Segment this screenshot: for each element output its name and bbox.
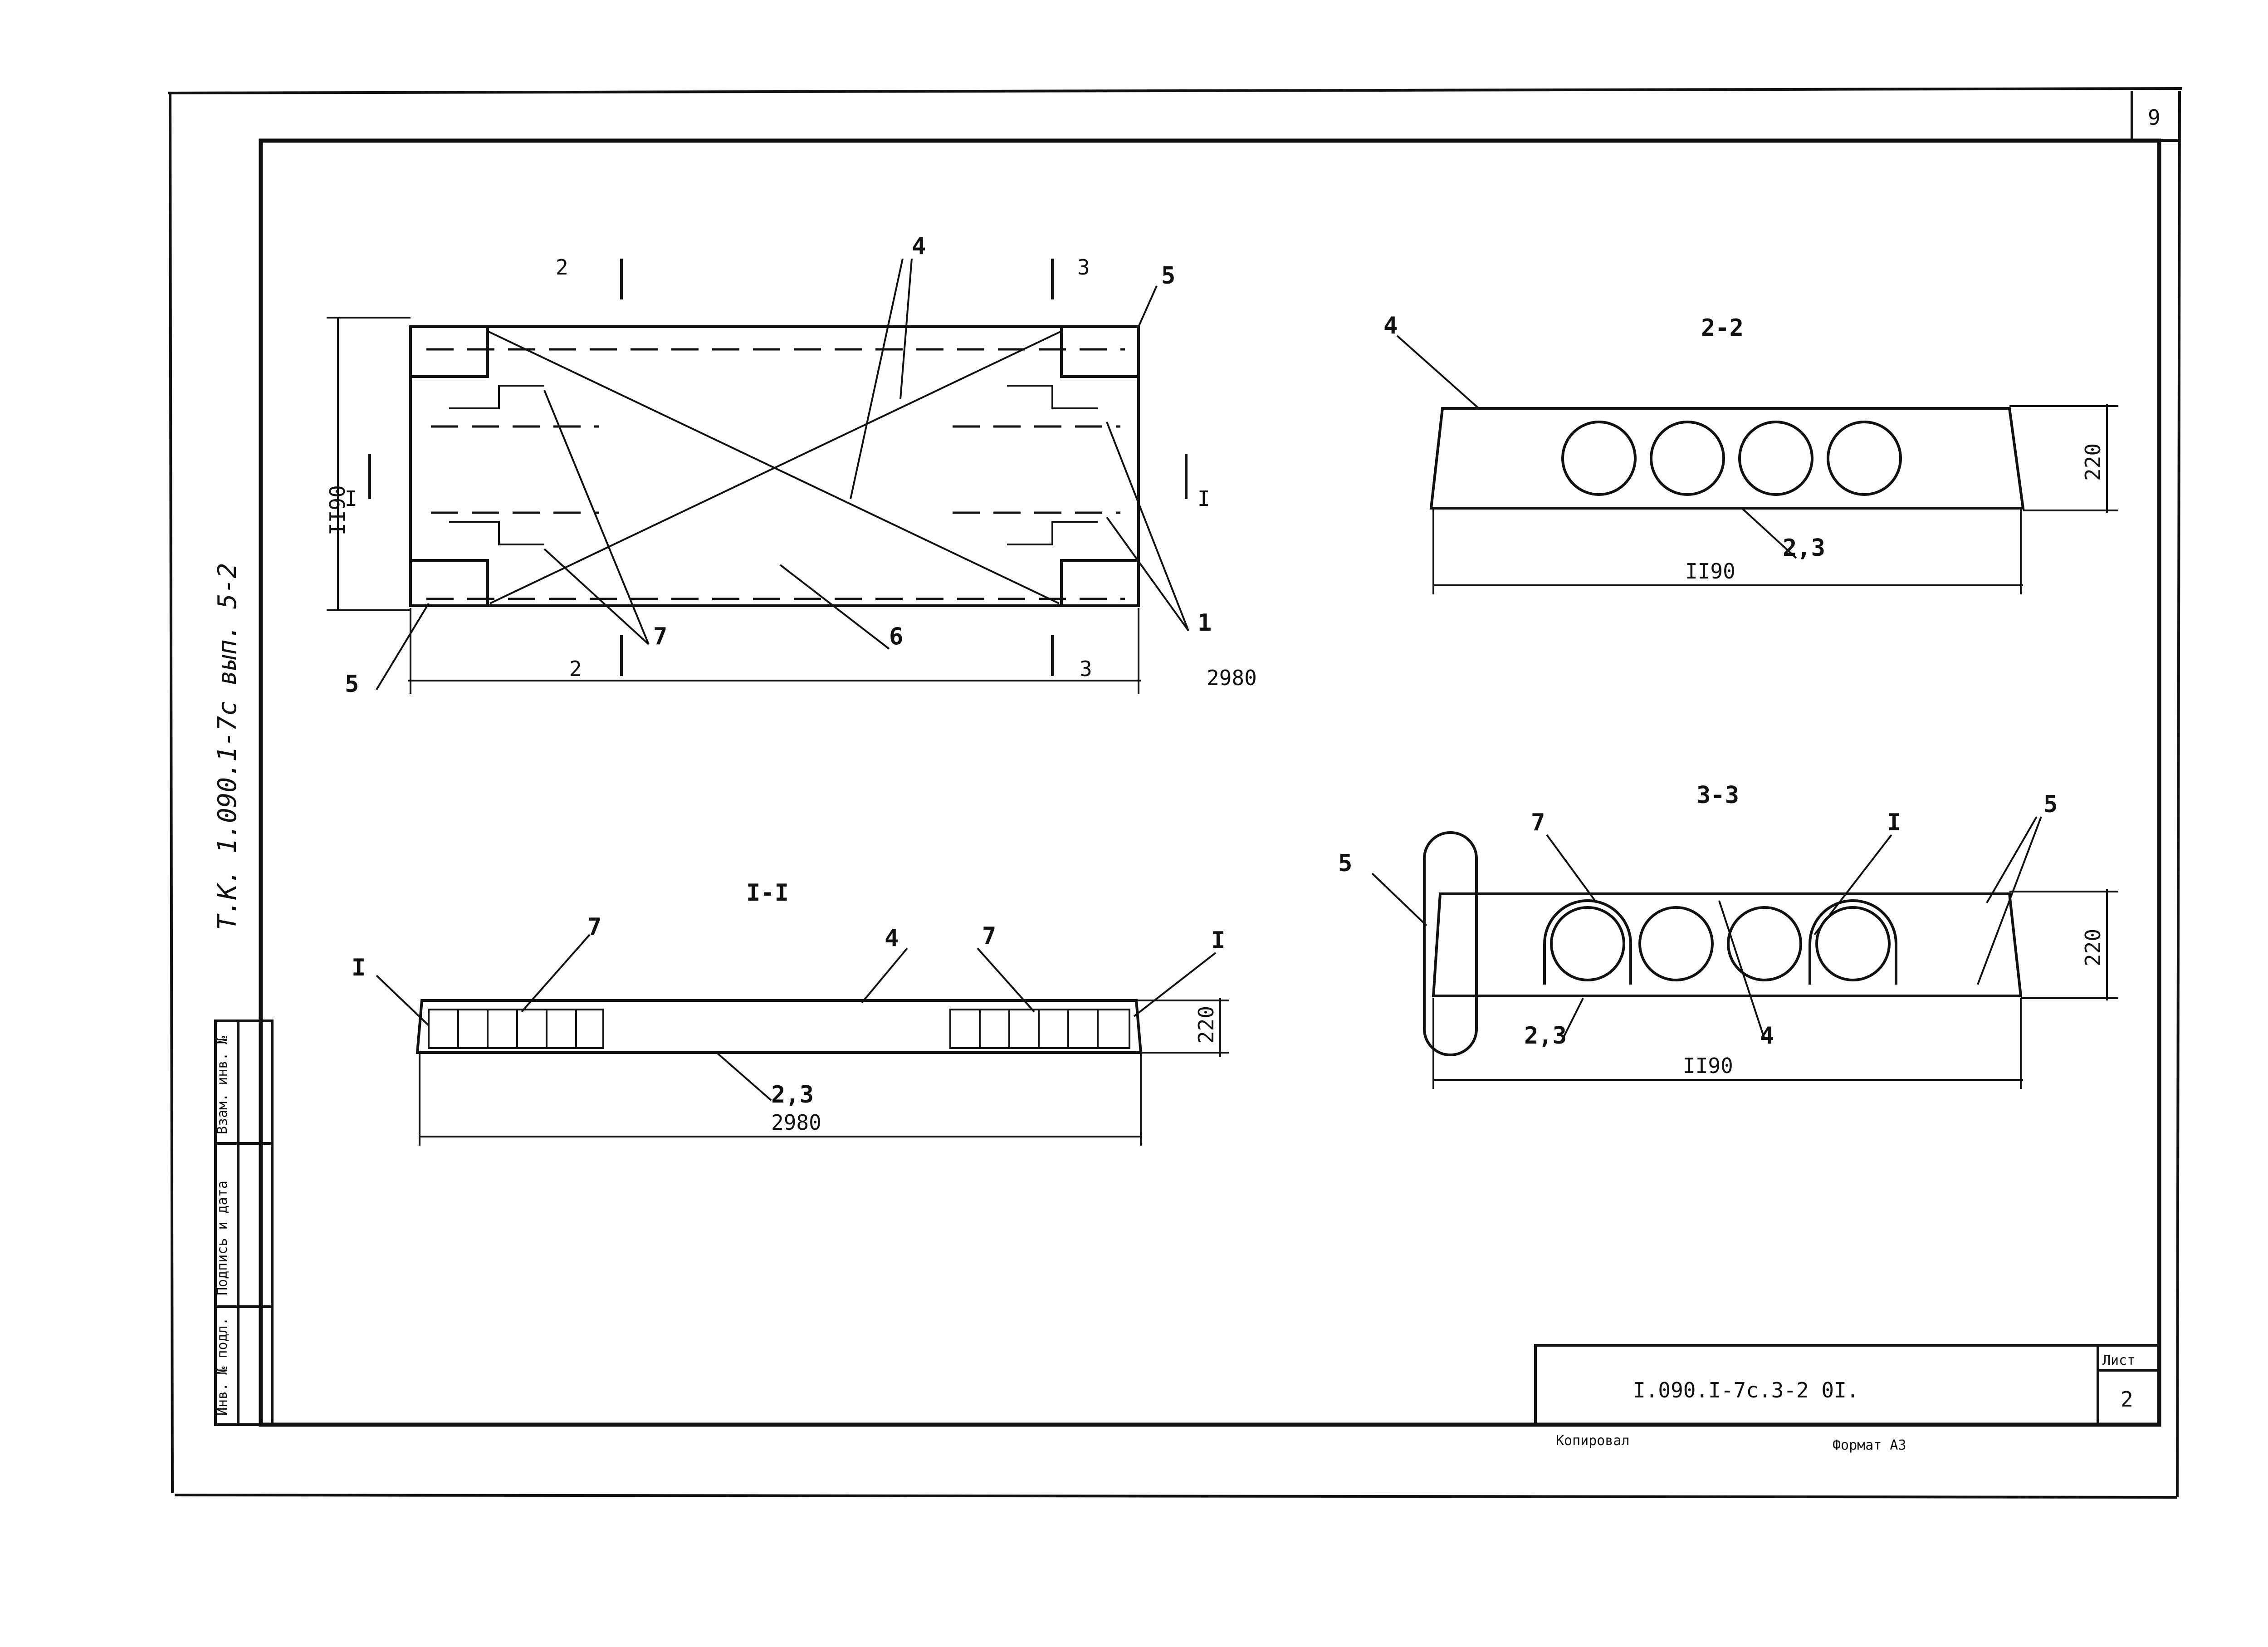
section-2-2-width-dim: II90 (1685, 559, 1735, 583)
sheet-frame (167, 87, 2182, 1499)
section-3-3-height-dim: 220 (2081, 929, 2105, 966)
section-1-1-callout-I-right: I (1211, 927, 1225, 954)
plan-height-dim: II90 (325, 485, 350, 535)
plan-callout-6: 6 (889, 623, 903, 650)
section-2-2-callout-4: 4 (1383, 312, 1398, 339)
plan-section-mark-3-bottom: 3 (1080, 657, 1092, 681)
section-3-3-callout-I: I (1887, 809, 1901, 836)
plan-callout-4: 4 (912, 233, 926, 260)
plan-callout-1: 1 (1198, 609, 1212, 637)
plan-section-mark-1-right: I (1198, 486, 1210, 511)
title-designation: I.090.I-7c.3-2 0I. (1633, 1378, 1859, 1402)
stamp-field-signature-date: Подпись и дата (215, 1181, 230, 1295)
section-3-3-callout-5-right: 5 (2043, 791, 2058, 818)
plan-section-mark-2-top: 2 (556, 255, 568, 279)
plan-view (327, 258, 1189, 694)
section-1-1-title: I-I (746, 879, 789, 907)
section-3-3-callout-5-left: 5 (1338, 850, 1352, 877)
section-2-2 (1396, 335, 2118, 594)
plan-callout-5-top: 5 (1161, 262, 1175, 289)
section-3-3-callout-4: 4 (1760, 1022, 1774, 1049)
section-3-3-title: 3-3 (1696, 782, 1739, 809)
corner-sheet-number: 9 (2148, 105, 2160, 130)
plan-callout-5-bottom: 5 (345, 671, 359, 698)
plan-section-mark-1-left: I (345, 486, 357, 511)
section-3-3-callout-7: 7 (1531, 809, 1545, 836)
section-1-1-callout-2-3: 2,3 (771, 1081, 814, 1108)
stamp-field-inv-no: Инв. № подл. (215, 1317, 230, 1416)
copied-label: Копировал (1556, 1433, 1630, 1449)
title-sheet-label: Лист (2102, 1353, 2135, 1368)
plan-width-dim: 2980 (1207, 666, 1257, 690)
section-1-1-callout-4: 4 (885, 925, 899, 952)
section-3-3 (1371, 816, 2118, 1089)
section-2-2-title: 2-2 (1701, 314, 1744, 342)
section-2-2-height-dim: 220 (2081, 443, 2105, 481)
section-1-1-callout-7-right: 7 (982, 922, 996, 950)
format-label: Формат А3 (1833, 1437, 1906, 1453)
plan-callout-7: 7 (653, 623, 667, 650)
section-3-3-callout-2-3: 2,3 (1524, 1022, 1567, 1049)
title-sheet-number: 2 (2121, 1387, 2133, 1412)
title-block (1534, 1344, 2160, 1426)
section-1-1-callout-I-left: I (352, 954, 366, 981)
section-1-1-height-dim: 220 (1194, 1006, 1218, 1044)
section-1-1-callout-7-left: 7 (587, 913, 601, 941)
section-1-1-width-dim: 2980 (771, 1110, 821, 1135)
section-1-1 (376, 934, 1229, 1146)
section-3-3-width-dim: II90 (1683, 1054, 1733, 1078)
plan-section-mark-2-bottom: 2 (569, 657, 582, 681)
plan-section-mark-3-top: 3 (1077, 255, 1090, 279)
stamp-field-replace-inv: Взам. инв. № (215, 1036, 230, 1134)
section-2-2-callout-2-3: 2,3 (1783, 534, 1825, 562)
side-designation: Т.К. 1.090.1-7с вып. 5-2 (213, 563, 242, 930)
stamp-column (214, 1020, 274, 1426)
